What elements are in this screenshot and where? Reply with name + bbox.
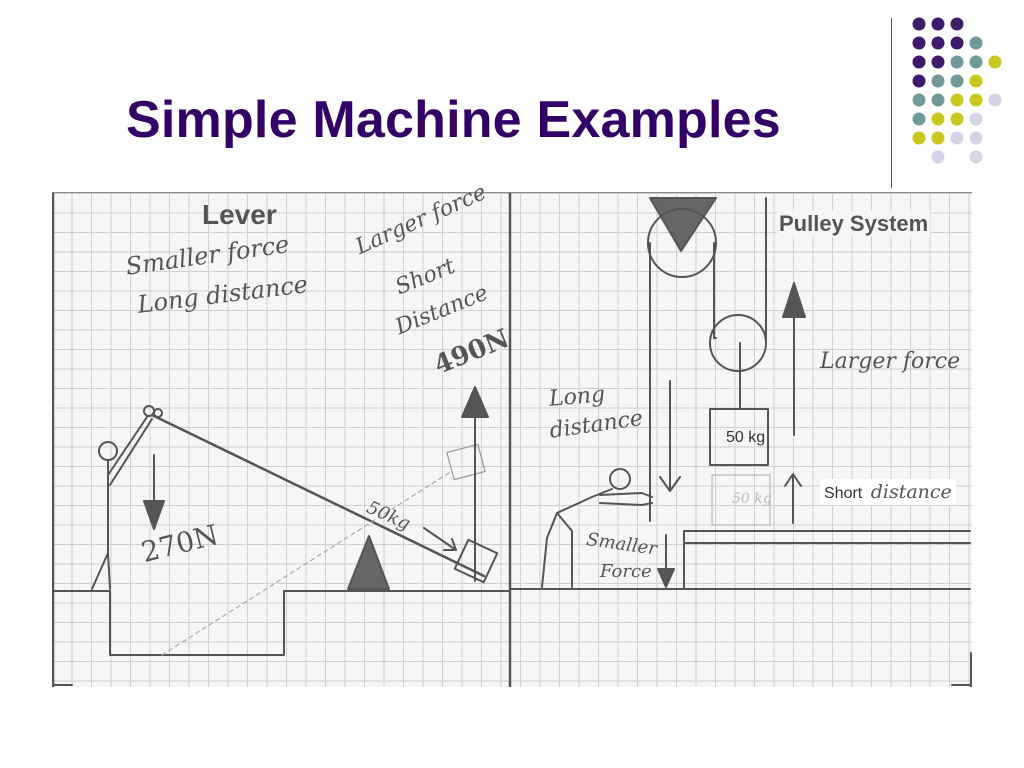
decorative-dot-grid xyxy=(912,17,1002,164)
slide-title: Simple Machine Examples xyxy=(126,91,781,149)
pulley-short-distance-label: distance xyxy=(870,481,952,503)
sketch-lines xyxy=(52,193,972,687)
pulley-force-label: Force xyxy=(600,561,652,582)
pulley-short-label: Short xyxy=(824,485,863,502)
pulley-heading: Pulley System xyxy=(777,211,931,237)
sketch-drawing: Lever Smaller force Long distance Larger… xyxy=(52,180,972,687)
lever-heading: Lever xyxy=(202,199,277,230)
pulley-mass-faint-label: 50 kg xyxy=(732,491,772,507)
title-divider xyxy=(891,18,892,188)
pulley-larger-force-label: Larger force xyxy=(820,349,961,374)
pulley-short-distance-group: Short distance xyxy=(820,479,956,505)
pulley-mass-label: 50 kg xyxy=(726,429,766,446)
pulley-long-label: Long xyxy=(548,382,607,412)
